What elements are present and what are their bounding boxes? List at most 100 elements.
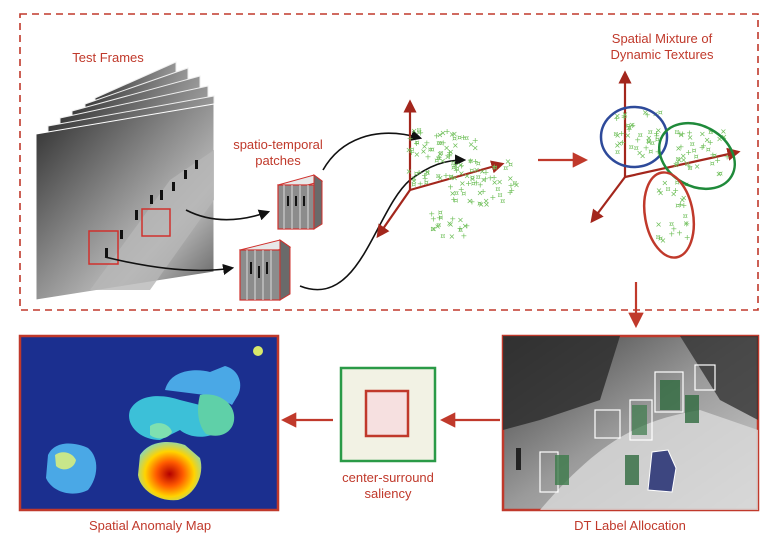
scatter-point: × [505, 157, 512, 166]
scatter-point: + [480, 187, 487, 196]
scatter-point: + [413, 139, 420, 148]
scatter-point: × [680, 152, 687, 161]
scatter-point: ¤ [675, 178, 680, 187]
scatter-point: × [440, 128, 447, 137]
scatter-point: + [668, 229, 675, 238]
label-test-frames: Test Frames [72, 50, 144, 65]
scatter-point: ¤ [425, 169, 430, 178]
axes-icon-right [590, 70, 741, 224]
scatter-point: × [434, 222, 441, 231]
scatter-point: ¤ [451, 159, 456, 168]
scatter-point: ¤ [438, 208, 443, 217]
scatter-point: × [672, 161, 679, 170]
scatter-point: × [679, 196, 686, 205]
scatter-point: + [685, 148, 692, 157]
scatter-point: ¤ [492, 163, 497, 172]
scatter-point: ¤ [436, 153, 441, 162]
scatter-point: + [653, 132, 660, 141]
label-patches: spatio-temporal patches [228, 137, 328, 169]
scatter-point: × [614, 131, 621, 140]
scatter-point: ¤ [414, 169, 419, 178]
scatter-point: + [686, 128, 693, 137]
scatter-point: × [411, 176, 418, 185]
scatter-point: + [467, 157, 474, 166]
scatter-point: + [507, 188, 514, 197]
scatter-point: × [458, 169, 465, 178]
scatter-point: + [473, 178, 480, 187]
scatter-point: + [678, 142, 685, 151]
scatter-point: + [446, 150, 453, 159]
scatter-point: ¤ [457, 133, 462, 142]
scatter-point: ¤ [428, 145, 433, 154]
dt-label-allocation-image [501, 334, 760, 512]
scatter-point: × [468, 140, 475, 149]
scatter-point: ¤ [629, 143, 634, 152]
scatter-point: + [707, 138, 714, 147]
scatter-point: × [680, 155, 687, 164]
scatter-point: × [483, 196, 490, 205]
scatter-point: ¤ [424, 178, 429, 187]
scatter-point: ¤ [411, 180, 416, 189]
scatter-point: × [646, 138, 653, 147]
scatter-point: × [657, 189, 664, 198]
scatter-point: × [449, 232, 456, 241]
scatter-point: ¤ [615, 147, 620, 156]
scatter-point: × [437, 131, 444, 140]
scatter-point: × [420, 147, 427, 156]
scatter-point: ¤ [469, 166, 474, 175]
scatter-point: × [483, 200, 490, 209]
scatter-point: × [443, 144, 450, 153]
scatter-point: + [621, 112, 628, 121]
scatter-point: ¤ [683, 212, 688, 221]
scatter-point: + [483, 168, 490, 177]
scatter-point: × [683, 219, 690, 228]
scatter-point: ¤ [688, 163, 693, 172]
scatter-point: + [687, 163, 694, 172]
frame-patch-box-2 [88, 230, 119, 265]
scatter-point: + [626, 125, 633, 134]
scatter-point: + [421, 171, 428, 180]
scatter-point: + [653, 129, 660, 138]
scatter-point: × [639, 151, 646, 160]
scatter-point: ¤ [627, 123, 632, 132]
scatter-point: ¤ [461, 189, 466, 198]
scatter-point: × [446, 219, 453, 228]
scatter-point: ¤ [694, 152, 699, 161]
scatter-point: ¤ [690, 140, 695, 149]
scatter-point: + [424, 139, 431, 148]
scatter-point: × [496, 178, 503, 187]
scatter-point: × [457, 161, 464, 170]
scatter-point: ¤ [458, 225, 463, 234]
scatter-point: ¤ [471, 179, 476, 188]
scatter-point: ¤ [495, 184, 500, 193]
cluster-red-ellipse [642, 171, 696, 259]
scatter-point: + [681, 201, 688, 210]
scatter-point: + [700, 141, 707, 150]
scatter-point: ¤ [613, 130, 618, 139]
spatial-anomaly-heatmap [18, 334, 280, 512]
scatter-point: ¤ [669, 220, 674, 229]
scatter-point: ¤ [436, 172, 441, 181]
scatter-point: × [622, 110, 629, 119]
scatter-point: ¤ [434, 156, 439, 165]
scatter-point: + [469, 197, 476, 206]
scatter-point: + [634, 135, 641, 144]
cluster-green-ellipse [658, 121, 736, 191]
scatter-point: ¤ [708, 127, 713, 136]
scatter-point: × [716, 135, 723, 144]
scatter-point: + [619, 138, 626, 147]
scatter-point: ¤ [638, 131, 643, 140]
frame-patch-box-1 [141, 208, 171, 237]
scatter-point: + [491, 162, 498, 171]
scatter-point: ¤ [438, 213, 443, 222]
scatter-point: ¤ [675, 159, 680, 168]
scatter-point: ¤ [675, 201, 680, 210]
scatter-point: × [721, 133, 728, 142]
scatter-point: × [406, 145, 413, 154]
scatter-point: ¤ [453, 161, 458, 170]
scatter-point: + [724, 153, 731, 162]
scatter-point: × [406, 167, 413, 176]
scatter-point: + [449, 215, 456, 224]
scatter-point: ¤ [626, 121, 631, 130]
scatter-point: ¤ [430, 145, 435, 154]
